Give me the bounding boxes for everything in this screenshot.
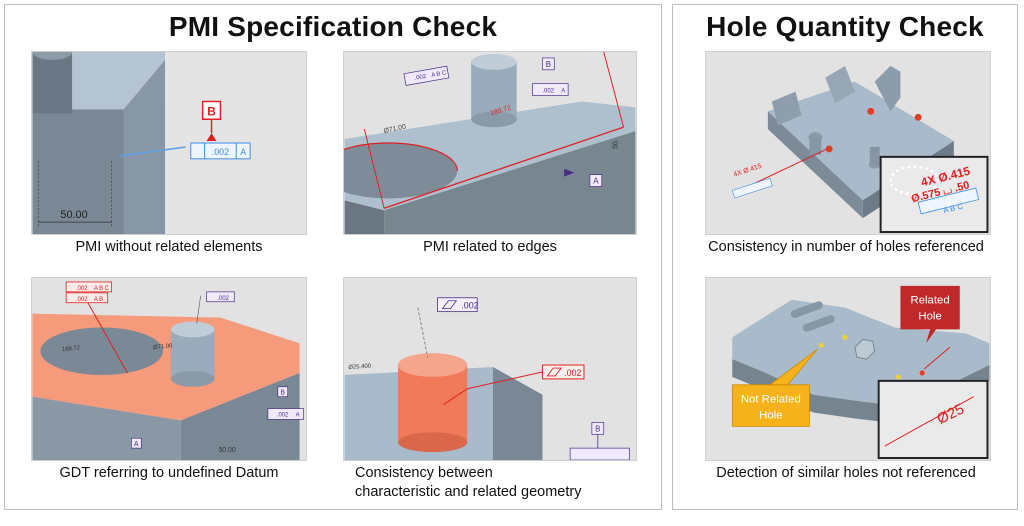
fcf2-value: .002: [76, 297, 88, 303]
cad-render-3: 188.72 Ø71.00 .002 A B C .002 A B .002 B…: [32, 278, 306, 460]
caption-line-1: Consistency between: [355, 465, 493, 481]
cad-render-2: 188.72 Ø71.00 .002 A B C B .002 A A 50.: [344, 52, 636, 234]
fcf1-datums: A B C: [94, 286, 110, 292]
hole-quantity-panel: Hole Quantity Check 4X Ø.415 4X Ø.415: [672, 4, 1018, 510]
side-dimension: 50.: [613, 139, 620, 149]
fcf1-datums: A B C: [431, 70, 448, 79]
caption-similar-holes: Detection of similar holes not reference…: [716, 465, 976, 481]
datum-b: B: [595, 424, 600, 433]
dimension-label: Ø25.400: [348, 363, 372, 371]
datum-label: B: [207, 104, 216, 118]
cad-render-6: Ø25 Related Hole Not Related Hole: [706, 278, 990, 460]
panel-title: Hole Quantity Check: [706, 11, 984, 42]
fcf2-datums: A B: [94, 297, 103, 303]
caption-line-2: characteristic and related geometry: [355, 484, 582, 500]
datum-b: B: [280, 390, 285, 397]
caption-pmi-without-elements: PMI without related elements: [75, 239, 263, 255]
gdt-undefined-datum-image: 188.72 Ø71.00 .002 A B C .002 A B .002 B…: [31, 277, 307, 461]
related-line-1: Related: [911, 295, 950, 307]
dimension-label: 50.00: [60, 209, 87, 221]
cad-render-1: B .002 A 50.00: [32, 52, 306, 234]
fcf3-datum: A: [296, 412, 300, 418]
pmi-without-elements-image: B .002 A 50.00: [31, 51, 307, 235]
pmi-related-edges-image: 188.72 Ø71.00 .002 A B C B .002 A A 50.: [343, 51, 637, 235]
datum-a: A: [134, 441, 139, 448]
dia-dimension: Ø71.00: [383, 123, 407, 135]
bottom-dimension: 50.00: [218, 447, 235, 454]
hole-count-image: 4X Ø.415 4X Ø.415 Ø.575 ⌴ .50 A B C: [705, 51, 991, 235]
pmi-specification-panel: PMI Specification Check B .002 A 50.00 P…: [4, 4, 662, 510]
related-hole-callout: [900, 285, 960, 344]
caption-hole-count: Consistency in number of holes reference…: [708, 239, 984, 255]
fcf-value: .002: [212, 147, 229, 157]
not-related-line-1: Not Related: [741, 394, 801, 406]
datum-b: B: [546, 60, 551, 69]
cad-render-4: .002 .002 Ø25.400 B: [344, 278, 636, 460]
fcf1-value: .002: [76, 286, 88, 292]
dia-dimension: Ø71.00: [153, 343, 174, 351]
characteristic-geometry-image: .002 .002 Ø25.400 B: [343, 277, 637, 461]
fcf3-value: .002: [277, 412, 289, 418]
datum-a: A: [593, 177, 599, 186]
dimension-label: 188.72: [62, 345, 81, 353]
fcf2-datum: A: [561, 89, 565, 95]
flat1-value: .002: [461, 301, 478, 311]
related-line-2: Hole: [918, 311, 941, 323]
caption-gdt-undefined-datum: GDT referring to undefined Datum: [59, 465, 279, 481]
caption-pmi-related-edges: PMI related to edges: [423, 239, 557, 255]
fcf-datum: A: [240, 147, 246, 157]
fcf2-value: .002: [542, 89, 554, 95]
flat2-value: .002: [564, 368, 581, 378]
similar-holes-image: Ø25 Related Hole Not Related Hole: [705, 277, 991, 461]
panel-title: PMI Specification Check: [168, 11, 498, 42]
flat-value: .002: [217, 296, 229, 302]
caption-characteristic-geometry: Consistency between characteristic and r…: [355, 464, 645, 502]
cad-render-5: 4X Ø.415 4X Ø.415 Ø.575 ⌴ .50 A B C: [706, 52, 990, 234]
fcf1-value: .002: [414, 74, 426, 82]
not-related-line-2: Hole: [759, 409, 782, 421]
leader-line: [119, 146, 186, 157]
